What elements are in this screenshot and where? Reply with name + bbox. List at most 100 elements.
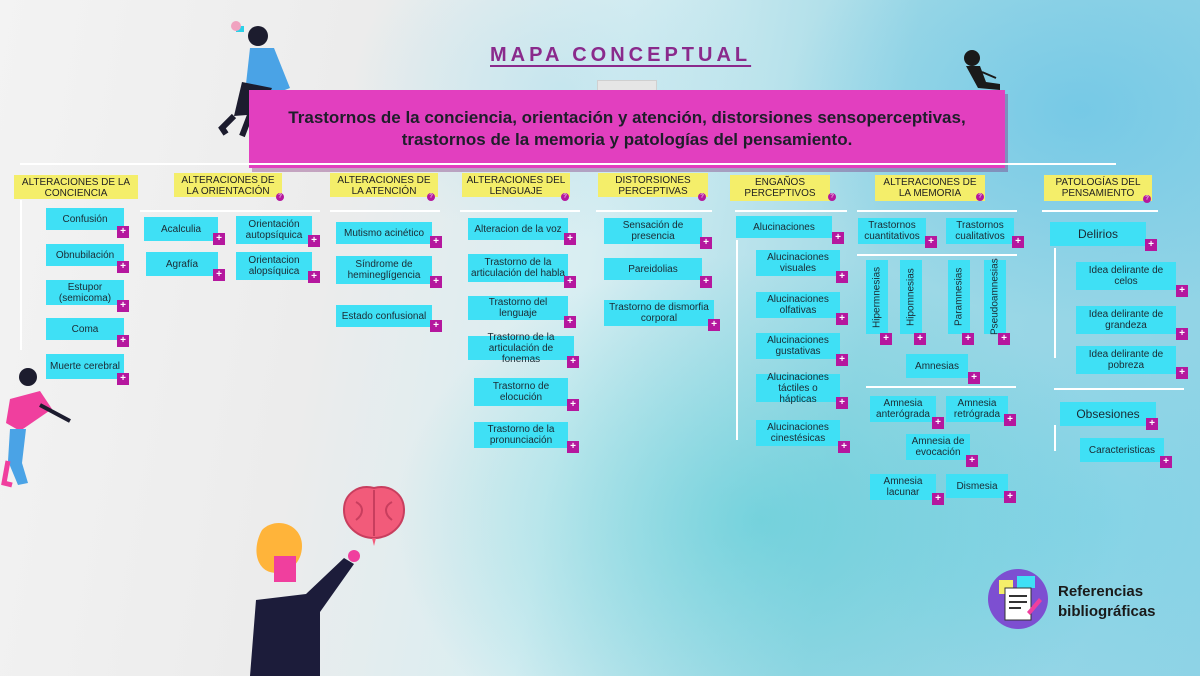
expand-button[interactable]: +	[880, 333, 892, 345]
node-orientacion-alopsiquica[interactable]: Orientacion alopsíquica	[236, 252, 312, 280]
expand-button[interactable]: +	[1160, 456, 1172, 468]
info-icon[interactable]: ?	[698, 193, 706, 201]
expand-button[interactable]: +	[932, 417, 944, 429]
info-icon[interactable]: ?	[427, 193, 435, 201]
node-confusion[interactable]: Confusión	[46, 208, 124, 230]
node-trastorno-elocucion[interactable]: Trastorno de elocución	[474, 378, 568, 406]
expand-button[interactable]: +	[966, 455, 978, 467]
info-icon[interactable]: ?	[561, 193, 569, 201]
expand-button[interactable]: +	[308, 271, 320, 283]
node-pseudoamnesias[interactable]: Pseudoamnesias	[984, 259, 1006, 335]
expand-button[interactable]: +	[567, 441, 579, 453]
expand-button[interactable]: +	[117, 261, 129, 273]
expand-button[interactable]: +	[567, 356, 579, 368]
node-delirios[interactable]: Delirios	[1050, 222, 1146, 246]
expand-button[interactable]: +	[1176, 328, 1188, 340]
references-icon[interactable]	[987, 568, 1049, 630]
node-amnesias[interactable]: Amnesias	[906, 354, 968, 378]
node-dismorfia-corporal[interactable]: Trastorno de dismorfia corporal	[604, 300, 714, 326]
node-hipomnesias[interactable]: Hipomnesias	[900, 260, 922, 334]
expand-button[interactable]: +	[430, 320, 442, 332]
expand-button[interactable]: +	[1176, 285, 1188, 297]
expand-button[interactable]: +	[117, 335, 129, 347]
node-hipermnesias[interactable]: Hipermnesias	[866, 260, 888, 334]
expand-button[interactable]: +	[564, 276, 576, 288]
expand-button[interactable]: +	[213, 269, 225, 281]
expand-button[interactable]: +	[117, 373, 129, 385]
node-estado-confusional[interactable]: Estado confusional	[336, 305, 432, 327]
expand-button[interactable]: +	[836, 313, 848, 325]
expand-button[interactable]: +	[1145, 239, 1157, 251]
node-orientacion-autopsiquica[interactable]: Orientación autopsíquica	[236, 216, 312, 244]
expand-button[interactable]: +	[968, 372, 980, 384]
node-mutismo-acinetico[interactable]: Mutismo acinético	[336, 222, 432, 244]
node-alucinaciones-tactiles[interactable]: Alucinaciones táctiles o hápticas	[756, 372, 840, 405]
info-icon[interactable]: ?	[1143, 195, 1151, 203]
node-paramnesias[interactable]: Paramnesias	[948, 260, 970, 334]
references-link[interactable]: Referencias bibliográficas	[1058, 583, 1156, 620]
expand-button[interactable]: +	[932, 493, 944, 505]
node-dismesia[interactable]: Dismesia	[946, 474, 1008, 498]
node-alucinaciones-gustativas[interactable]: Alucinaciones gustativas	[756, 333, 840, 359]
node-alucinaciones-cinestesicas[interactable]: Alucinaciones cinestésicas	[756, 420, 840, 446]
expand-button[interactable]: +	[1004, 414, 1016, 426]
connector-line	[735, 210, 847, 212]
node-delirante-celos[interactable]: Idea delirante de celos	[1076, 262, 1176, 290]
node-amnesia-evocacion[interactable]: Amnesia de evocación	[906, 434, 970, 460]
expand-button[interactable]: +	[1012, 236, 1024, 248]
node-agrafia[interactable]: Agrafía	[146, 252, 218, 276]
expand-button[interactable]: +	[1004, 491, 1016, 503]
node-obnubilacion[interactable]: Obnubilación	[46, 244, 124, 266]
info-icon[interactable]: ?	[828, 193, 836, 201]
node-articulacion-fonemas[interactable]: Trastorno de la articulación de fonemas	[468, 332, 574, 365]
expand-button[interactable]: +	[564, 316, 576, 328]
node-obsesiones[interactable]: Obsesiones	[1060, 402, 1156, 426]
node-trastornos-cuantitativos[interactable]: Trastornos cuantitativos	[858, 218, 926, 244]
info-icon[interactable]: ?	[976, 193, 984, 201]
node-trastornos-cualitativos[interactable]: Trastornos cualitativos	[946, 218, 1014, 244]
node-alteracion-voz[interactable]: Alteracion de la voz	[468, 218, 568, 240]
expand-button[interactable]: +	[708, 319, 720, 331]
expand-button[interactable]: +	[213, 233, 225, 245]
node-alucinaciones-visuales[interactable]: Alucinaciones visuales	[756, 250, 840, 276]
node-delirante-grandeza[interactable]: Idea delirante de grandeza	[1076, 306, 1176, 334]
expand-button[interactable]: +	[998, 333, 1010, 345]
expand-button[interactable]: +	[838, 441, 850, 453]
expand-button[interactable]: +	[564, 233, 576, 245]
expand-button[interactable]: +	[308, 235, 320, 247]
expand-button[interactable]: +	[836, 271, 848, 283]
expand-button[interactable]: +	[430, 276, 442, 288]
node-articulacion-habla[interactable]: Trastorno de la articulación del habla	[468, 254, 568, 282]
node-amnesia-lacunar[interactable]: Amnesia lacunar	[870, 474, 936, 500]
node-muerte-cerebral[interactable]: Muerte cerebral	[46, 354, 124, 379]
node-caracteristicas[interactable]: Caracteristicas	[1080, 438, 1164, 462]
node-estupor[interactable]: Estupor (semicoma)	[46, 280, 124, 305]
expand-button[interactable]: +	[430, 236, 442, 248]
node-sindrome-heminegligencia[interactable]: Síndrome de hemineglígencia	[336, 256, 432, 284]
expand-button[interactable]: +	[962, 333, 974, 345]
expand-button[interactable]: +	[700, 237, 712, 249]
node-coma[interactable]: Coma	[46, 318, 124, 340]
expand-button[interactable]: +	[1146, 418, 1158, 430]
node-trastorno-pronunciacion[interactable]: Trastorno de la pronunciación	[474, 422, 568, 448]
node-amnesia-retrograda[interactable]: Amnesia retrógrada	[946, 396, 1008, 422]
expand-button[interactable]: +	[700, 276, 712, 288]
node-acalculia[interactable]: Acalculia	[144, 217, 218, 241]
node-amnesia-anterograda[interactable]: Amnesia anterógrada	[870, 396, 936, 422]
expand-button[interactable]: +	[832, 232, 844, 244]
node-pareidolias[interactable]: Pareidolias	[604, 258, 702, 280]
node-delirante-pobreza[interactable]: Idea delirante de pobreza	[1076, 346, 1176, 374]
expand-button[interactable]: +	[117, 226, 129, 238]
expand-button[interactable]: +	[836, 354, 848, 366]
expand-button[interactable]: +	[1176, 367, 1188, 379]
node-alucinaciones[interactable]: Alucinaciones	[736, 216, 832, 238]
expand-button[interactable]: +	[117, 300, 129, 312]
node-sensacion-presencia[interactable]: Sensación de presencia	[604, 218, 702, 244]
node-alucinaciones-olfativas[interactable]: Alucinaciones olfativas	[756, 292, 840, 318]
expand-button[interactable]: +	[925, 236, 937, 248]
info-icon[interactable]: ?	[276, 193, 284, 201]
expand-button[interactable]: +	[567, 399, 579, 411]
expand-button[interactable]: +	[836, 397, 848, 409]
expand-button[interactable]: +	[914, 333, 926, 345]
node-trastorno-lenguaje[interactable]: Trastorno del lenguaje	[468, 296, 568, 320]
